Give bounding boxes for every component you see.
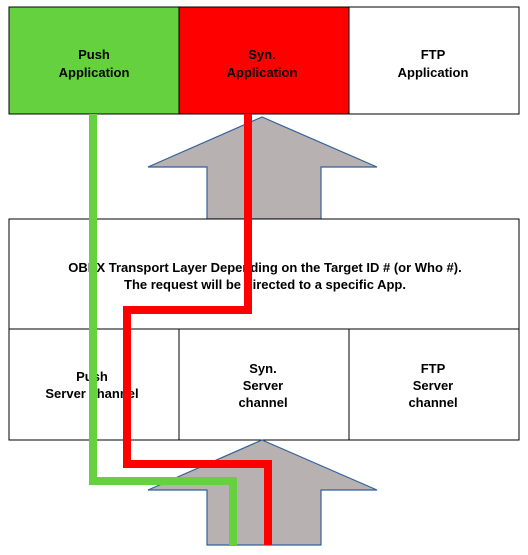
push-application-box (8, 6, 180, 115)
ftp-channel-line3: channel (408, 395, 457, 410)
sync-channel-line2: Server (243, 378, 283, 393)
upward-arrow-lower (147, 439, 378, 546)
sync-application-line2: Application (227, 65, 298, 80)
push-request-path (89, 114, 237, 545)
sync-request-path (123, 114, 272, 545)
ftp-server-channel-box (348, 328, 520, 441)
transport-line1: OBEX Transport Layer Depending on the Ta… (68, 260, 461, 275)
upward-arrow-upper (147, 116, 378, 220)
ftp-application-line1: FTP (421, 47, 446, 62)
sync-channel-line3: channel (238, 395, 287, 410)
sync-application-box (178, 6, 350, 115)
ftp-application-line2: Application (398, 65, 469, 80)
ftp-application-box (348, 6, 520, 115)
ftp-channel-line2: Server (413, 378, 453, 393)
push-application-line1: Push (78, 47, 110, 62)
sync-channel-line1: Syn. (249, 361, 276, 376)
sync-server-channel-box (178, 328, 350, 441)
ftp-channel-line1: FTP (421, 361, 446, 376)
push-application-line2: Application (59, 65, 130, 80)
sync-application-line1: Syn. (248, 47, 275, 62)
application-row: Push Application Syn. Application FTP Ap… (8, 6, 520, 115)
server-channel-row: Push Server channel Syn. Server channel … (8, 328, 520, 441)
transport-line2: The request will be directed to a specif… (124, 277, 406, 292)
